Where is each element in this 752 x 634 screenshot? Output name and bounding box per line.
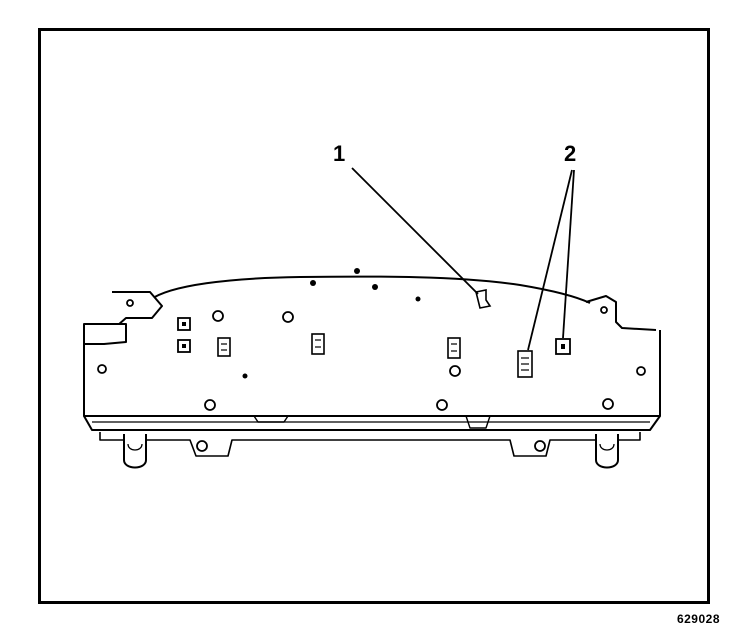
cluster-back-panel	[83, 324, 661, 417]
hole-3	[449, 365, 461, 377]
screw-center	[436, 399, 448, 411]
screw-right	[602, 398, 614, 410]
hole-7	[126, 299, 134, 307]
hole-5	[636, 366, 646, 376]
hole-1	[212, 310, 224, 322]
stud-right-bottom	[534, 440, 546, 452]
socket-item-1	[475, 289, 492, 309]
terminal-2	[311, 333, 325, 355]
callout-2: 2	[564, 141, 577, 166]
figure-id: 629028	[676, 612, 720, 626]
right-clip	[595, 434, 619, 469]
hole-4	[97, 364, 107, 374]
cluster-housing-top	[149, 275, 591, 304]
left-clip	[123, 434, 147, 469]
leader-line-2a	[527, 169, 573, 351]
left-mounting-ear	[100, 291, 163, 326]
callout-1: 1	[333, 141, 346, 166]
screw-left	[204, 399, 216, 411]
terminal-3	[447, 337, 461, 359]
hole-6	[600, 306, 608, 314]
hole-2	[282, 311, 294, 323]
right-mounting-ear	[585, 295, 657, 331]
cluster-main-body	[83, 323, 127, 345]
leader-line-1	[351, 167, 479, 295]
lower-bracket	[99, 432, 641, 457]
terminal-1	[217, 337, 231, 357]
leader-line-2b	[562, 169, 575, 339]
stud-left-bottom	[196, 440, 208, 452]
